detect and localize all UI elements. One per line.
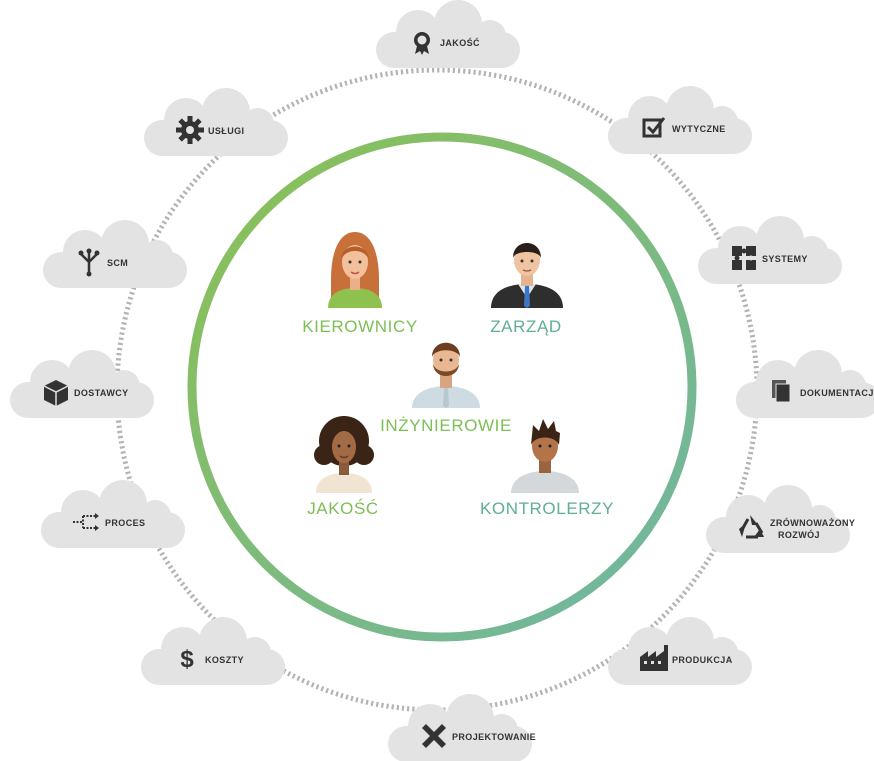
box-icon <box>43 380 69 406</box>
cloud-12: USŁUGI <box>144 88 288 156</box>
cloud-label: ZRÓWNOWAŻONY <box>770 517 855 528</box>
cloud-label: PROCES <box>105 518 145 528</box>
cloud-2: WYTYCZNE <box>608 86 752 154</box>
main-ring <box>187 132 697 642</box>
role-label-jakosc: JAKOŚĆ <box>307 499 379 518</box>
cloud-shape <box>736 350 874 418</box>
process-flow-icon <box>73 513 99 531</box>
role-label-kierownicy: KIEROWNICY <box>302 317 418 336</box>
cloud-label: SCM <box>107 258 128 268</box>
cloud-1: JAKOŚĆ <box>376 0 520 68</box>
man-spiky-avatar <box>511 419 579 493</box>
factory-icon <box>640 645 668 671</box>
cloud-shape <box>10 350 154 418</box>
pencil-ruler-icon <box>422 724 446 748</box>
checkbox-icon <box>642 117 666 138</box>
man-beard-avatar <box>412 342 480 408</box>
cloud-label-line2: ROZWÓJ <box>778 529 820 540</box>
cloud-10: DOSTAWCY <box>10 350 154 418</box>
dollar-icon: $ <box>180 646 194 673</box>
cloud-shape <box>43 220 187 288</box>
cloud-shape <box>141 617 285 685</box>
svg-text:$: $ <box>180 646 194 673</box>
cloud-3: SYSTEMY <box>698 216 842 284</box>
man-suit-avatar <box>491 243 563 308</box>
cloud-label: PRODUKCJA <box>672 655 733 665</box>
cloud-8: $ KOSZTY <box>141 617 285 685</box>
cloud-label: WYTYCZNE <box>672 124 726 134</box>
cloud-11: SCM <box>43 220 187 288</box>
cloud-shape <box>698 216 842 284</box>
cloud-shape <box>608 617 752 685</box>
cloud-label: DOSTAWCY <box>74 388 129 398</box>
cloud-shape <box>388 694 532 761</box>
cloud-4: DOKUMENTACJA <box>736 350 874 418</box>
cloud-7: PROJEKTOWANIE <box>388 694 536 761</box>
documents-icon <box>772 380 791 403</box>
fork-icon <box>78 248 100 277</box>
cloud-label: KOSZTY <box>205 655 244 665</box>
cloud-label: USŁUGI <box>208 126 244 136</box>
recycle-icon <box>739 515 764 539</box>
gear-icon <box>176 116 204 144</box>
cloud-label: JAKOŚĆ <box>440 37 480 48</box>
puzzle-icon <box>732 246 756 270</box>
woman-curly-avatar <box>314 416 374 493</box>
role-label-inzynierowie: INŻYNIEROWIE <box>380 416 512 435</box>
role-label-kontrolerzy: KONTROLERZY <box>480 499 614 518</box>
cloud-label: DOKUMENTACJA <box>800 388 874 398</box>
cloud-6: PRODUKCJA <box>608 617 752 685</box>
cloud-shape <box>144 88 288 156</box>
cloud-shape <box>376 0 520 68</box>
cloud-shape <box>608 86 752 154</box>
cloud-shape <box>41 480 185 548</box>
award-ribbon-icon <box>414 32 430 55</box>
cloud-label: PROJEKTOWANIE <box>452 732 536 742</box>
cloud-9: PROCES <box>41 480 185 548</box>
cloud-label: SYSTEMY <box>762 254 808 264</box>
woman-redhair-avatar <box>328 232 382 308</box>
role-label-zarzad: ZARZĄD <box>490 317 562 336</box>
